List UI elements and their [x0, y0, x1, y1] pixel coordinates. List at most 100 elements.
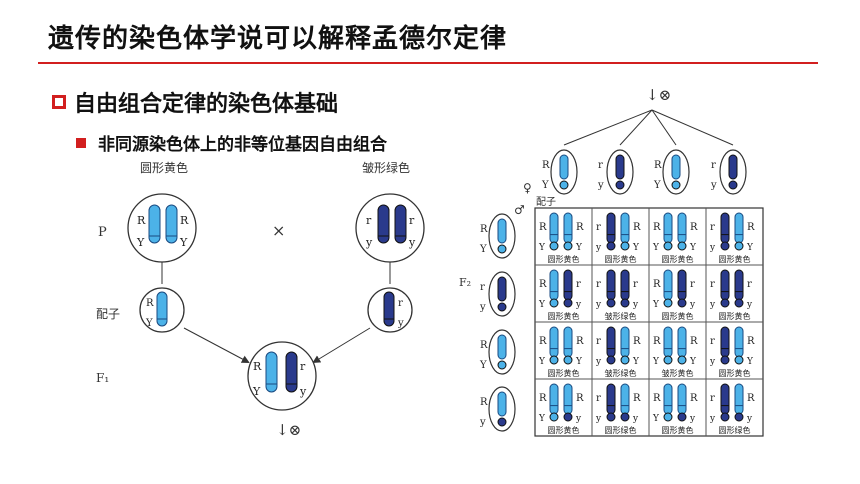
chromosome: [734, 269, 744, 301]
svg-text:r: r: [480, 282, 485, 293]
page-title: 遗传的染色体学说可以解释孟德尔定律: [48, 24, 508, 54]
chromosome: [677, 383, 687, 415]
chromosome: [677, 212, 687, 244]
gamete-row-label: 配子: [96, 307, 120, 321]
allele-label: Y: [689, 357, 697, 367]
svg-text:y: y: [299, 385, 307, 398]
chromosome: [549, 326, 559, 358]
phenotype-label: 圆形黄色: [719, 254, 751, 264]
chromosome: [734, 383, 744, 415]
svg-text:y: y: [479, 417, 486, 428]
svg-text:y: y: [365, 236, 373, 249]
svg-text:R: R: [480, 224, 488, 235]
svg-text:R: R: [180, 214, 189, 227]
allele-label: R: [633, 393, 641, 404]
svg-text:r: r: [711, 160, 716, 171]
allele-label: R: [653, 393, 661, 404]
allele-label: r: [596, 393, 601, 404]
allele-label: y: [575, 300, 582, 310]
chromosome: [734, 326, 744, 358]
allele-label: y: [595, 243, 602, 253]
branch-line: [651, 109, 677, 146]
phenotype-label: 圆形黄色: [719, 368, 751, 378]
chromosome: [677, 269, 687, 301]
svg-text:y: y: [710, 180, 717, 191]
chromosome: [606, 326, 616, 358]
phenotype-label: 圆形黄色: [548, 425, 580, 435]
parent1-cell: R R Y Y: [127, 193, 197, 263]
allele-label: Y: [652, 300, 660, 310]
allele-label: r: [747, 279, 752, 290]
allele-label: R: [653, 279, 661, 290]
allele-label: Y: [652, 243, 660, 253]
allele-label: R: [633, 222, 641, 233]
branch-line: [563, 109, 653, 146]
allele-label: R: [690, 393, 698, 404]
svg-text:y: y: [397, 318, 404, 329]
p-generation-label: P: [98, 225, 107, 240]
allele-label: R: [747, 222, 755, 233]
svg-text:Y: Y: [479, 244, 487, 255]
branch-line: [619, 109, 653, 146]
allele-label: y: [575, 414, 582, 424]
male-gamete-2: ry: [479, 271, 516, 317]
allele-label: R: [576, 393, 584, 404]
allele-label: y: [746, 300, 753, 310]
phenotype-label: 圆形黄色: [548, 311, 580, 321]
title-divider: [38, 62, 818, 64]
allele-label: Y: [575, 357, 583, 367]
female-symbol: ♀: [523, 181, 532, 195]
allele-label: R: [690, 222, 698, 233]
allele-label: R: [539, 279, 547, 290]
chromosome: [620, 212, 630, 244]
allele-label: Y: [538, 300, 546, 310]
phenotype-label: 圆形黄色: [662, 254, 694, 264]
svg-text:R: R: [542, 160, 550, 171]
square-bullet-icon: [76, 137, 86, 148]
chromosome: [549, 212, 559, 244]
allele-label: R: [653, 336, 661, 347]
allele-label: y: [709, 414, 716, 424]
male-gamete-1: RY: [479, 213, 516, 259]
phenotype-label: 圆形黄色: [548, 368, 580, 378]
chromosome: [563, 269, 573, 301]
chromosome: [549, 269, 559, 301]
chromosome: [620, 326, 630, 358]
svg-text:r: r: [409, 214, 415, 227]
phenotype-label: 圆形绿色: [605, 425, 637, 435]
allele-label: R: [747, 393, 755, 404]
allele-label: y: [595, 414, 602, 424]
allele-label: Y: [632, 243, 640, 253]
female-gamete-1: RY: [541, 149, 578, 195]
allele-label: r: [596, 222, 601, 233]
phenotype-label: 皱形绿色: [605, 368, 637, 378]
allele-label: y: [689, 300, 696, 310]
male-gamete-4: Ry: [479, 386, 516, 432]
allele-label: R: [633, 336, 641, 347]
svg-text:R: R: [654, 160, 662, 171]
allele-label: r: [576, 279, 581, 290]
female-gamete-2: ry: [597, 149, 634, 195]
svg-text:y: y: [408, 236, 416, 249]
svg-text:Y: Y: [252, 385, 261, 398]
phenotype-label: 圆形黄色: [719, 311, 751, 321]
parent2-phenotype-label: 皱形绿色: [362, 160, 410, 175]
phenotype-label: 圆形黄色: [662, 425, 694, 435]
allele-label: r: [710, 222, 715, 233]
allele-label: r: [710, 279, 715, 290]
subsection-heading: 非同源染色体上的非等位基因自由组合: [76, 130, 387, 155]
svg-text:R: R: [480, 340, 488, 351]
allele-label: y: [746, 414, 753, 424]
phenotype-label: 皱形黄色: [662, 368, 694, 378]
phenotype-label: 圆形绿色: [719, 425, 751, 435]
svg-text:r: r: [598, 160, 603, 171]
chromosome: [720, 269, 730, 301]
allele-label: r: [596, 336, 601, 347]
chromosome: [663, 326, 673, 358]
allele-label: R: [747, 336, 755, 347]
chromosome: [663, 383, 673, 415]
chromosome: [734, 212, 744, 244]
chromosome: [563, 212, 573, 244]
phenotype-label: 皱形绿色: [605, 311, 637, 321]
svg-text:Y: Y: [136, 236, 145, 249]
